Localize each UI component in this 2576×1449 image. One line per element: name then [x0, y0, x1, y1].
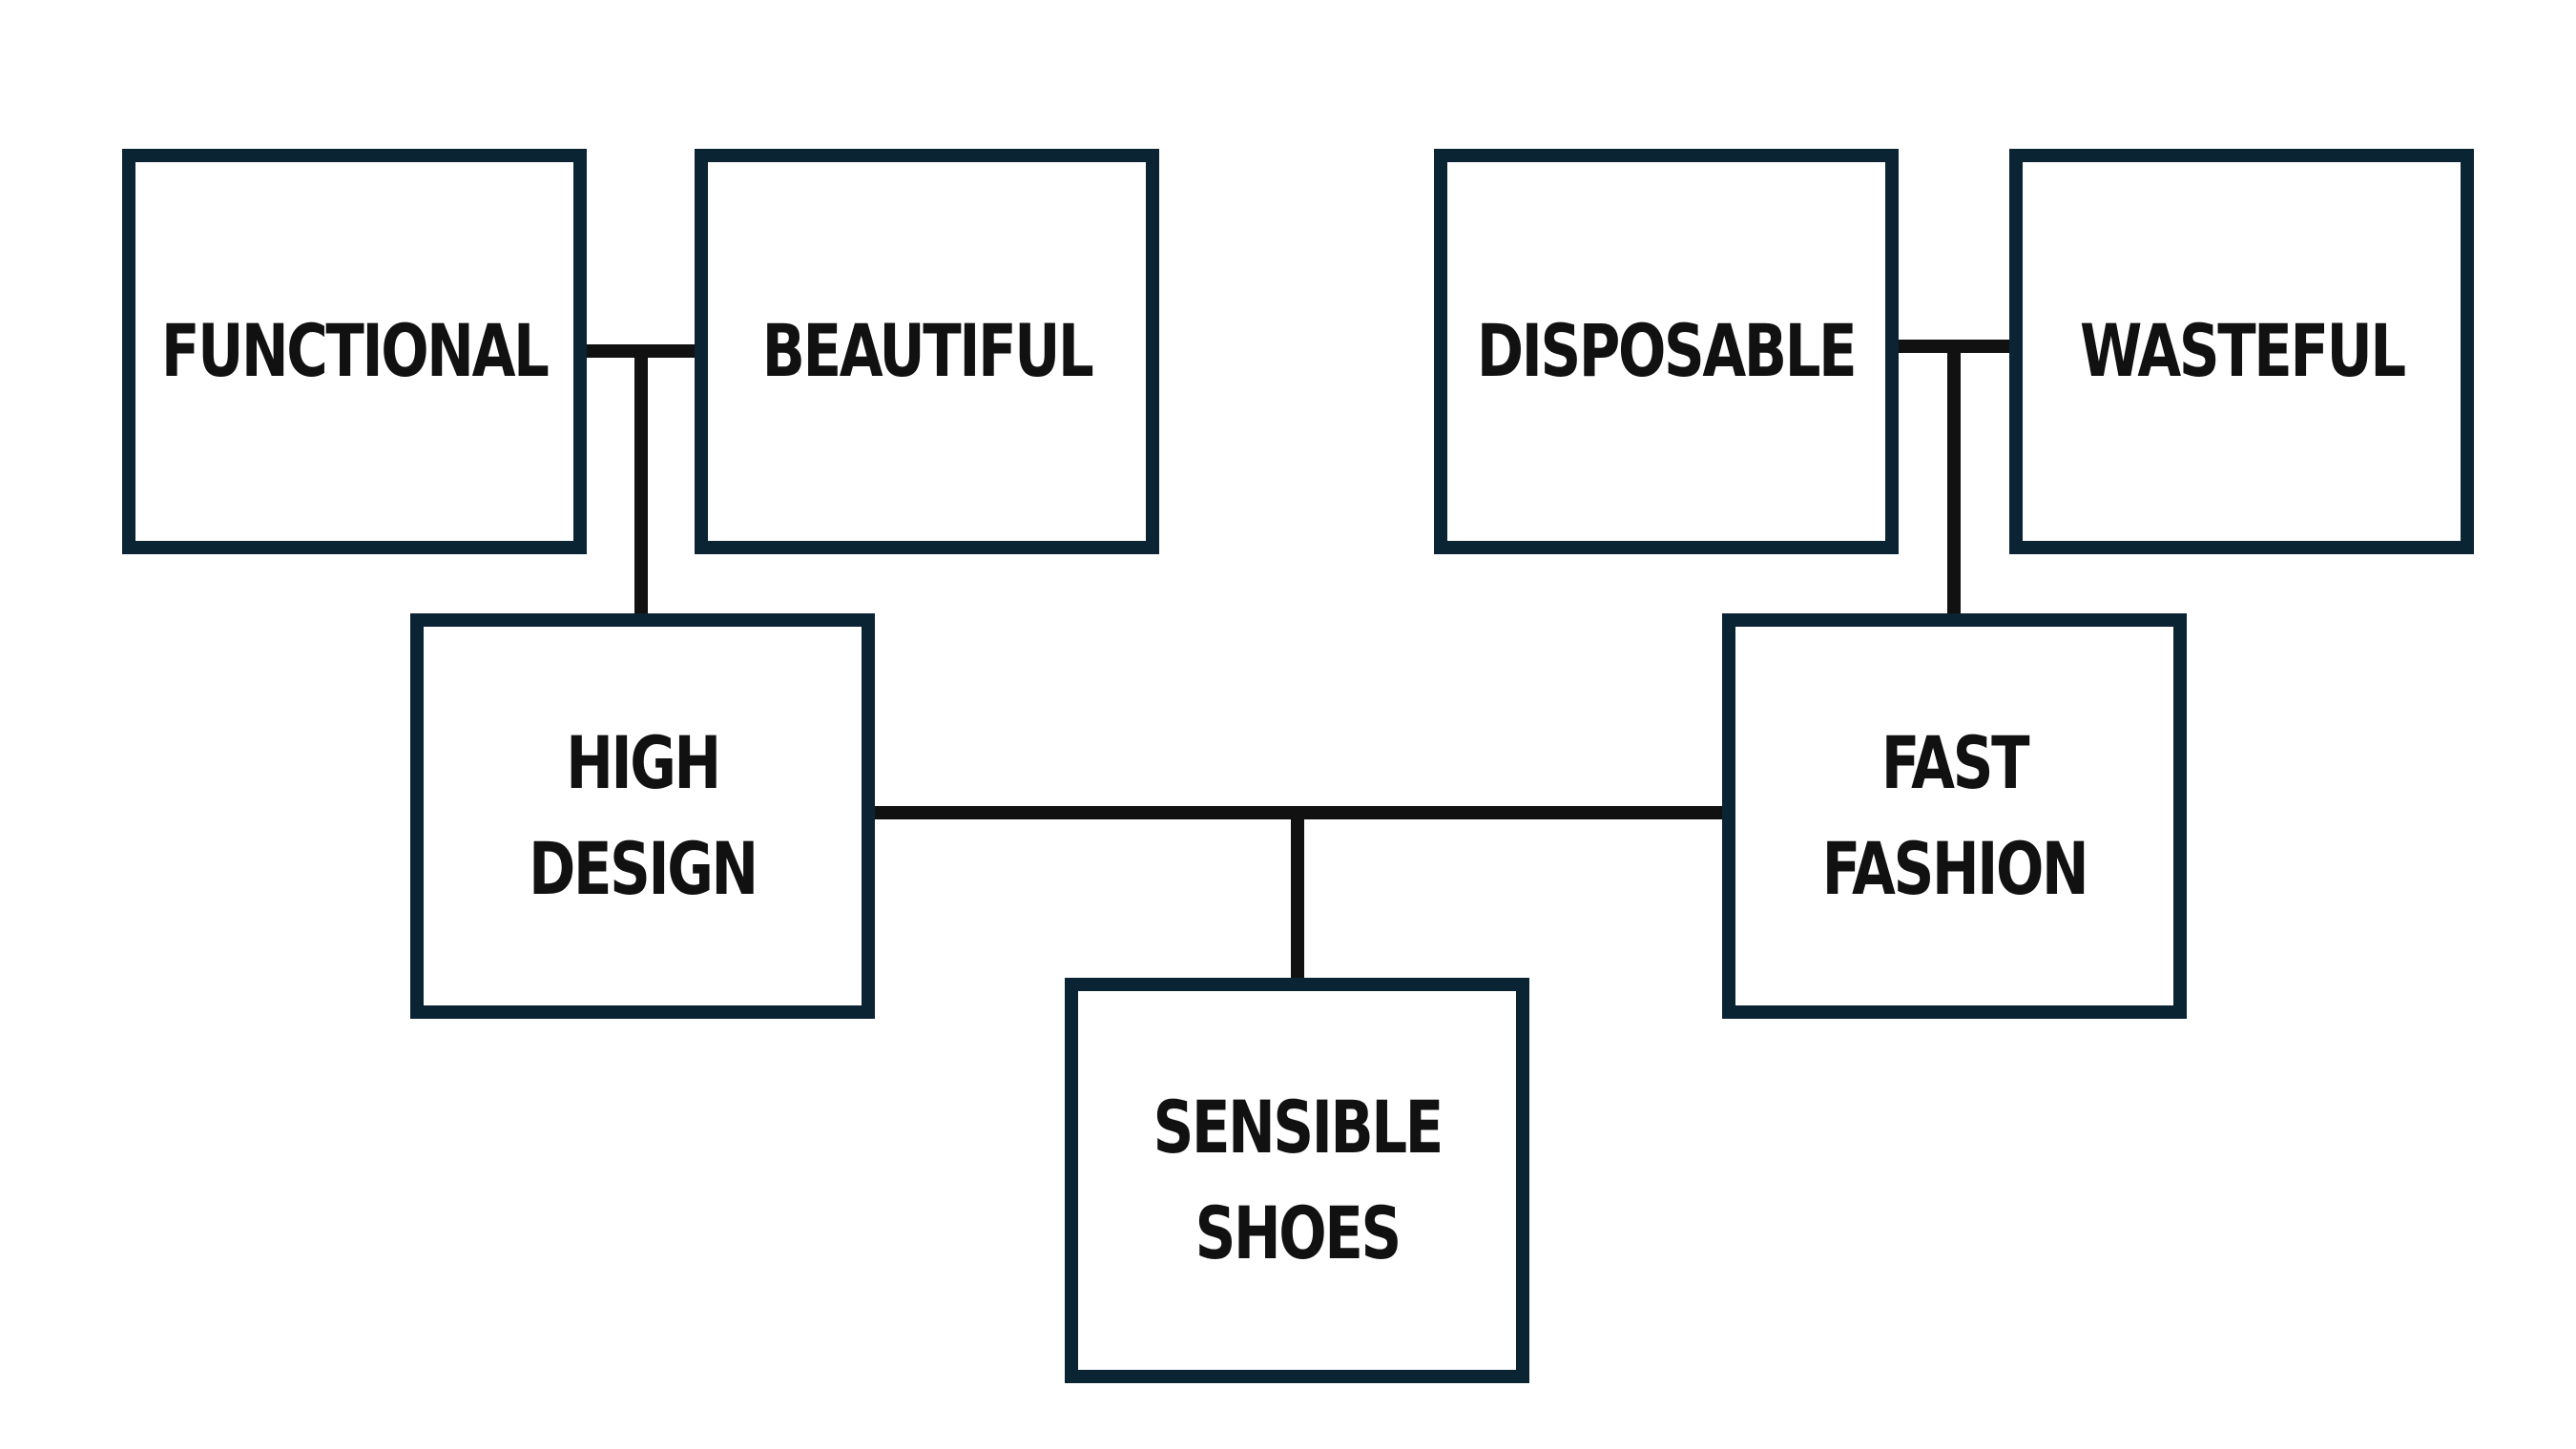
node-label-functional: FUNCTIONAL — [161, 308, 550, 394]
node-fast-fashion: FAST FASHION — [1722, 613, 2187, 1019]
node-label-wasteful: WASTEFUL — [2079, 308, 2406, 394]
node-disposable: DISPOSABLE — [1434, 149, 1899, 554]
node-sensible-shoes: SENSIBLE SHOES — [1065, 978, 1529, 1383]
node-wasteful: WASTEFUL — [2009, 149, 2474, 554]
node-beautiful: BEAUTIFUL — [695, 149, 1159, 554]
node-high-design: HIGH DESIGN — [410, 613, 875, 1019]
node-label-sensible-shoes: SENSIBLE SHOES — [1153, 1085, 1444, 1275]
node-label-beautiful: BEAUTIFUL — [761, 308, 1094, 394]
node-label-high-design: HIGH DESIGN — [529, 720, 758, 911]
node-label-disposable: DISPOSABLE — [1477, 308, 1858, 394]
node-label-fast-fashion: FAST FASHION — [1821, 720, 2089, 911]
node-functional: FUNCTIONAL — [122, 149, 587, 554]
